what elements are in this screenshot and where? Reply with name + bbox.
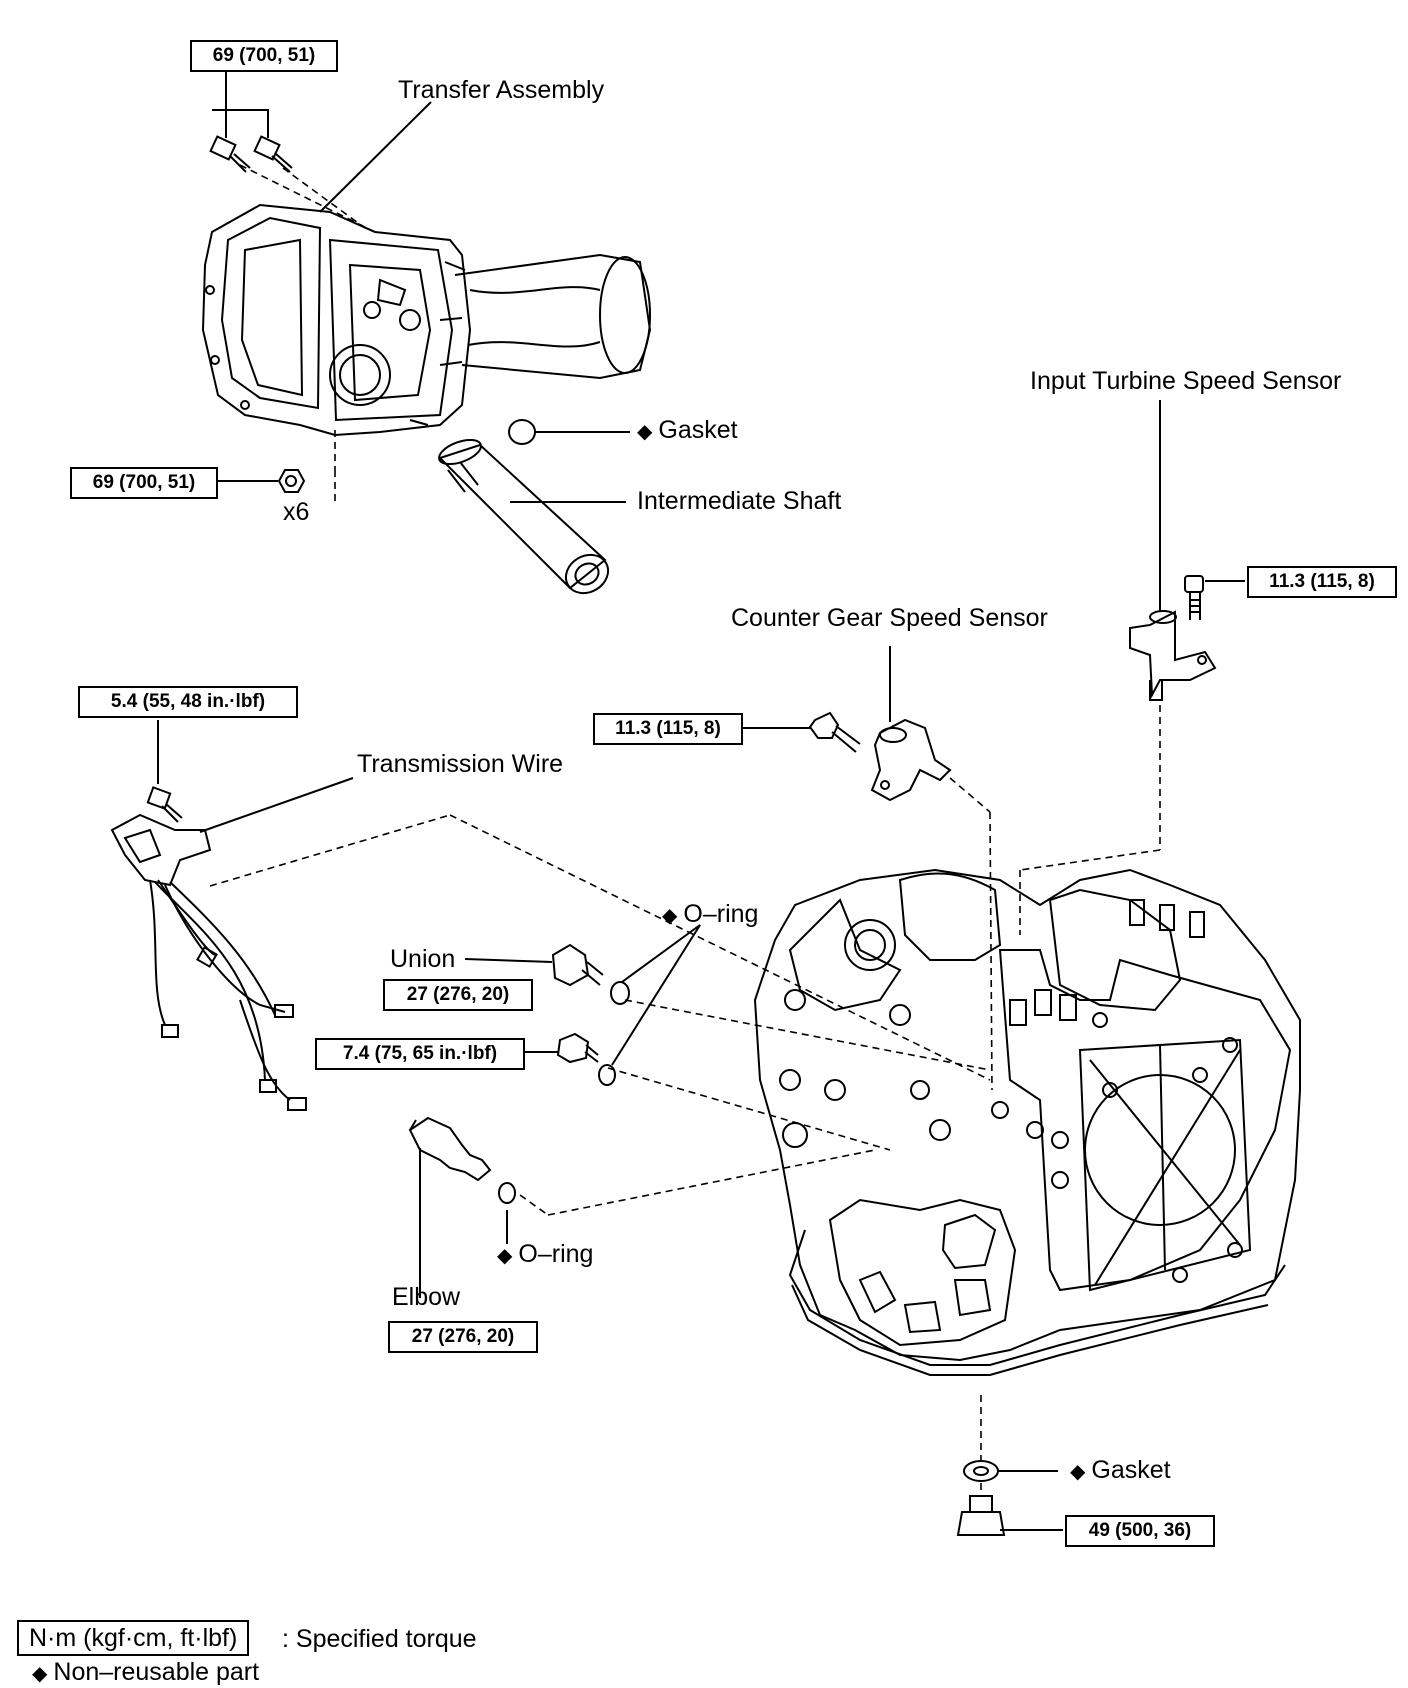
counter-sensor-bolt [808, 711, 861, 753]
input-turbine-sensor-drawing [1129, 610, 1217, 701]
label-gasket-bottom: ◆Gasket [1070, 1456, 1171, 1484]
transfer-assembly-drawing [201, 203, 652, 437]
torque-transfer-top-bolts: 69 (700, 51) [190, 40, 338, 72]
label-oring-upper: ◆O–ring [662, 900, 759, 928]
torque-input-sensor-bolt: 11.3 (115, 8) [1247, 566, 1397, 598]
label-counter-gear-speed-sensor: Counter Gear Speed Sensor [731, 604, 1048, 632]
elbow-drawing [408, 1116, 492, 1182]
nonreusable-diamond-icon: ◆ [637, 421, 653, 443]
gasket-top-ring [508, 419, 536, 445]
torque-wire-bolt: 5.4 (55, 48 in.·lbf) [78, 686, 298, 718]
nonreusable-diamond-icon: ◆ [662, 905, 678, 927]
label-oring-lower: ◆O–ring [497, 1240, 594, 1268]
label-quantity-x6: x6 [283, 498, 310, 526]
plug-bolt-drawing [556, 1032, 599, 1064]
elbow-oring [498, 1182, 516, 1204]
union-fitting-drawing [551, 943, 604, 987]
transmission-wire-drawing [110, 786, 307, 1111]
nonreusable-diamond-icon: ◆ [1070, 1461, 1086, 1483]
transfer-top-bolts [209, 71, 293, 173]
intermediate-shaft-drawing [438, 438, 610, 595]
label-input-turbine-speed-sensor: Input Turbine Speed Sensor [1030, 367, 1342, 395]
legend-nonreusable: ◆Non–reusable part [32, 1658, 260, 1686]
torque-counter-sensor-bolt: 11.3 (115, 8) [593, 713, 743, 745]
label-gasket-top: ◆Gasket [637, 416, 738, 444]
label-elbow: Elbow [392, 1283, 461, 1311]
torque-drain-plug: 49 (500, 36) [1065, 1515, 1215, 1547]
label-transmission-wire: Transmission Wire [357, 750, 564, 778]
drain-gasket [963, 1460, 999, 1482]
label-intermediate-shaft: Intermediate Shaft [637, 487, 842, 515]
input-sensor-bolt [1184, 575, 1204, 620]
legend-torque-unit-box: N·m (kgf·cm, ft·lbf) [17, 1620, 250, 1656]
counter-gear-sensor-drawing [870, 718, 952, 802]
torque-union: 27 (276, 20) [383, 979, 533, 1011]
nonreusable-diamond-icon: ◆ [497, 1245, 513, 1267]
nonreusable-diamond-icon: ◆ [32, 1663, 48, 1685]
label-union: Union [390, 945, 456, 973]
torque-plug-bolt: 7.4 (75, 65 in.·lbf) [315, 1038, 525, 1070]
torque-transfer-nuts: 69 (700, 51) [70, 467, 218, 499]
label-transfer-assembly: Transfer Assembly [398, 76, 605, 104]
transfer-nut [277, 469, 306, 493]
legend-torque-description: : Specified torque [282, 1625, 477, 1653]
plug-oring [598, 1064, 616, 1086]
union-oring [610, 981, 630, 1005]
transmission-case-drawing [753, 868, 1301, 1376]
torque-elbow: 27 (276, 20) [388, 1321, 538, 1353]
drain-plug [956, 1495, 1006, 1536]
